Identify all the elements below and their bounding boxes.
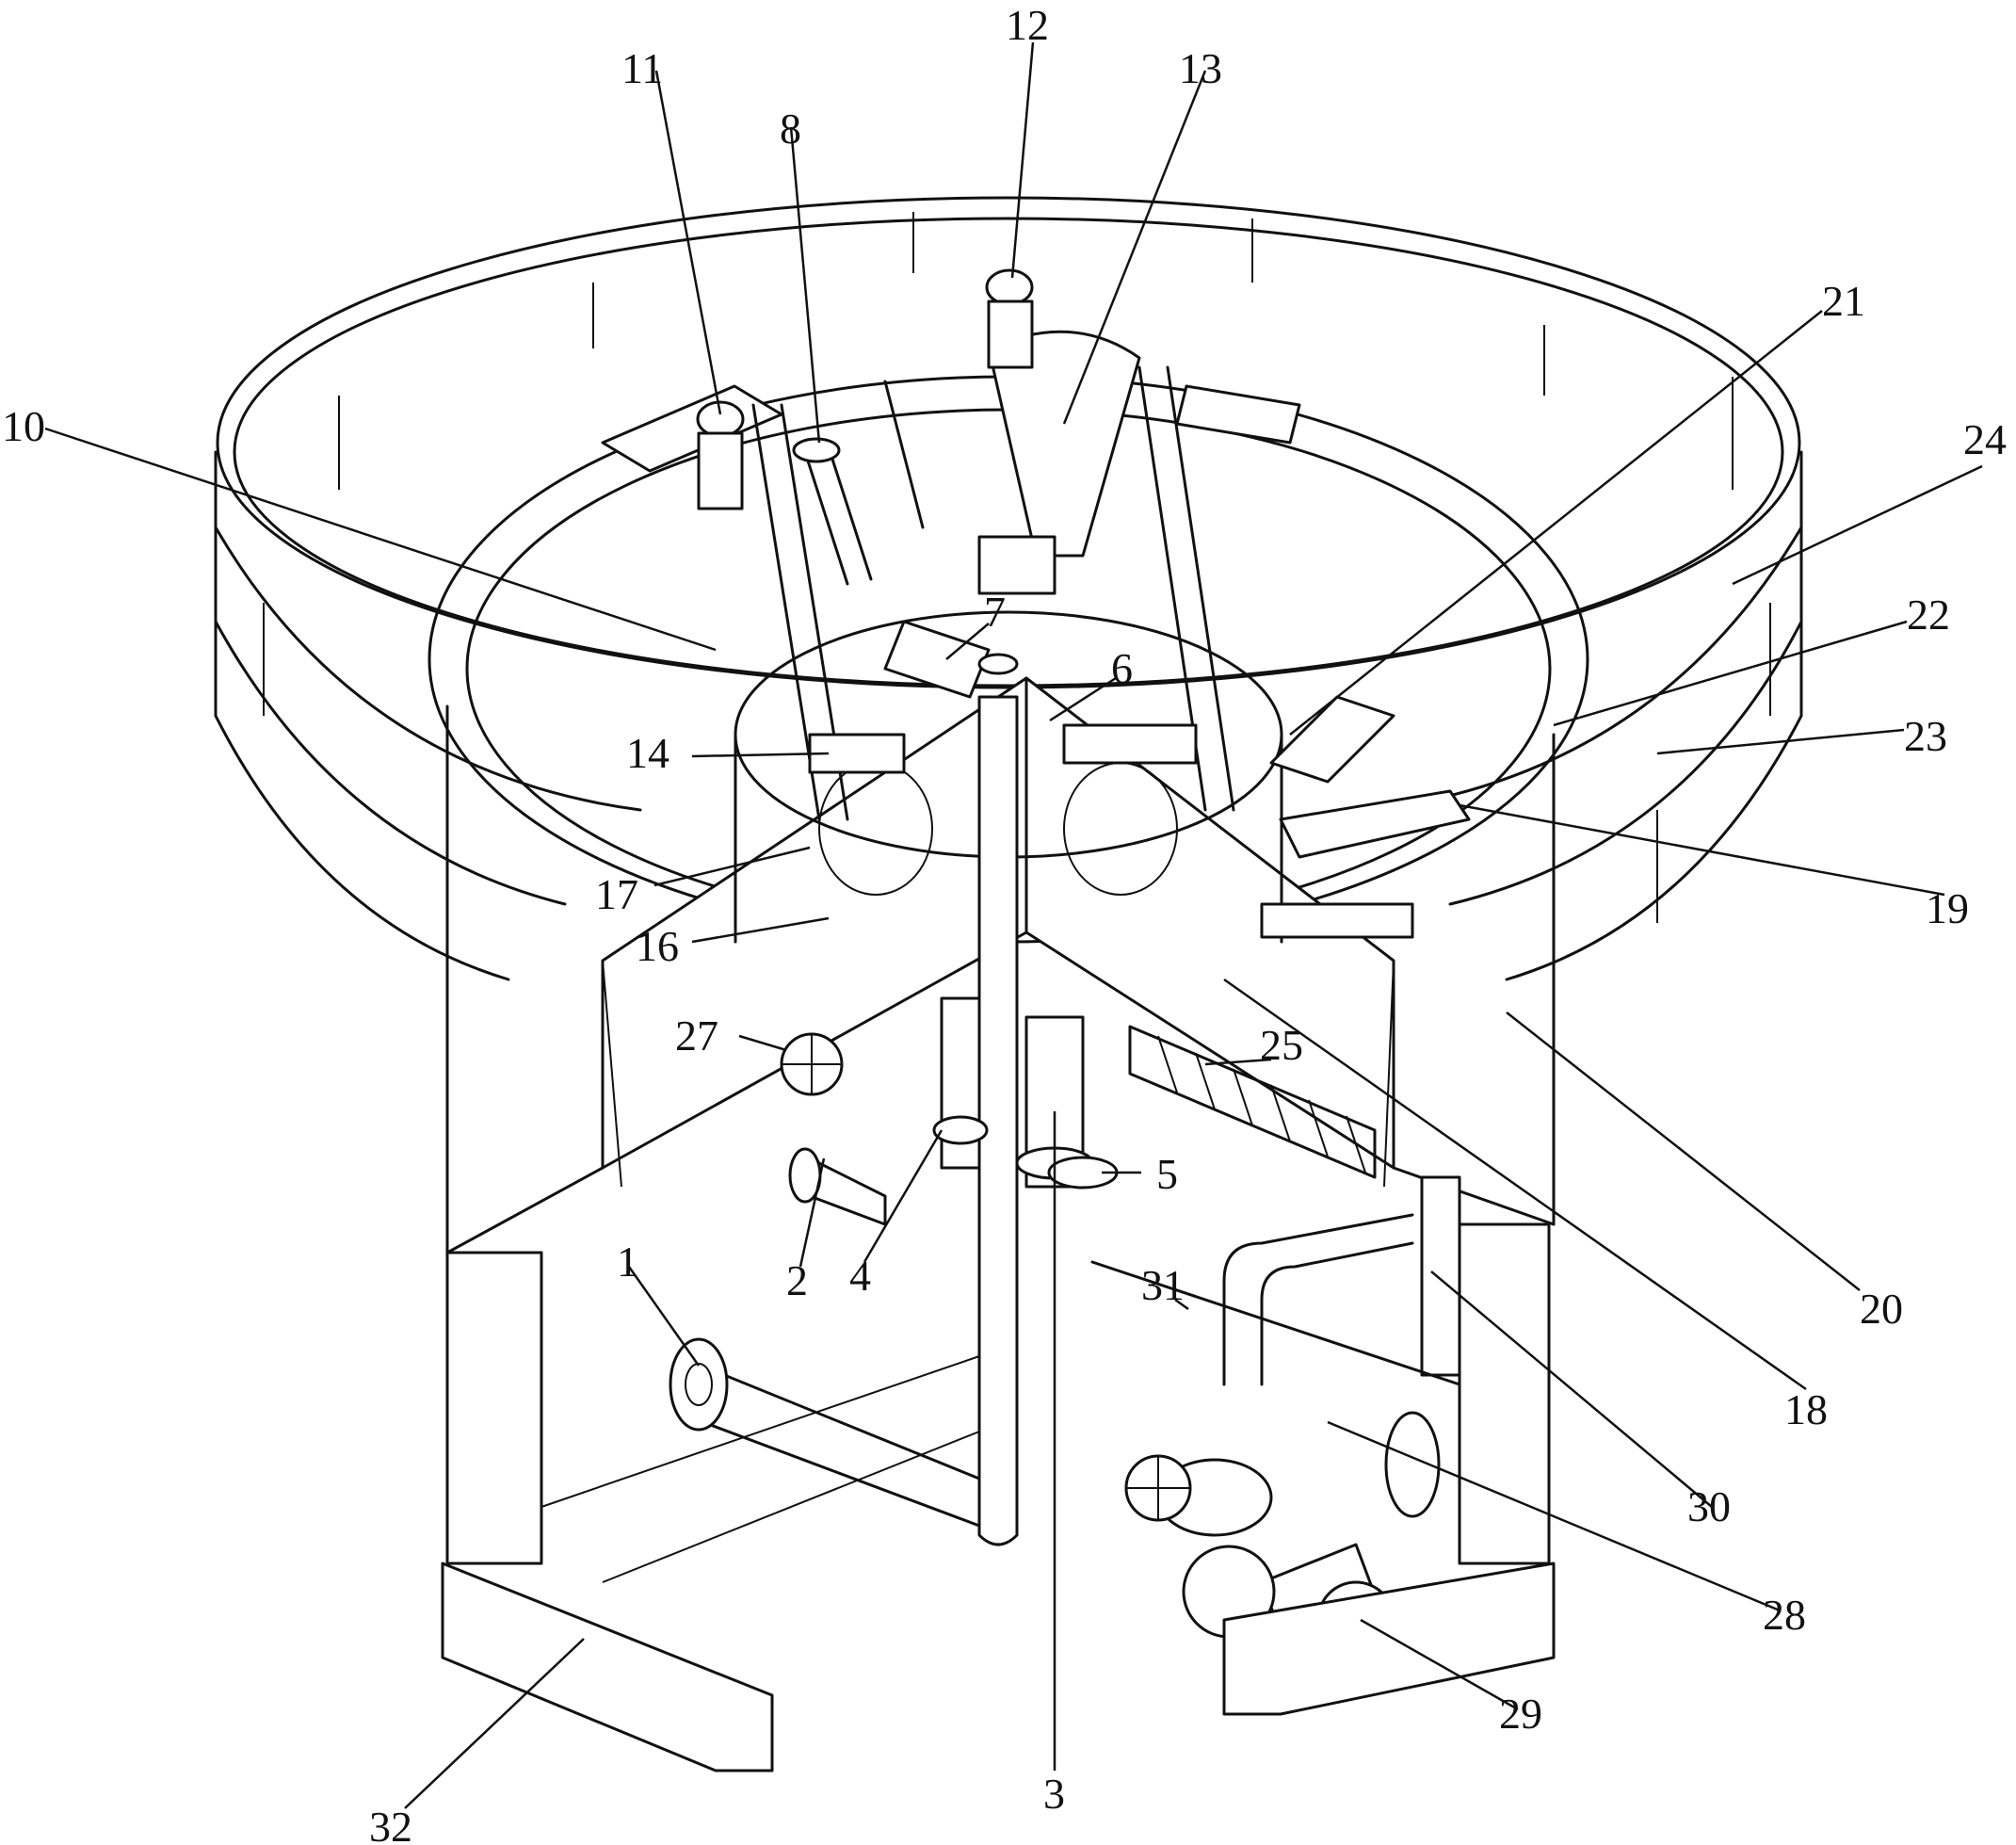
hatched-section <box>1128 1025 1377 1179</box>
label-21: 21 <box>1822 277 1865 325</box>
motor-12 <box>985 268 1034 369</box>
valve-27 <box>780 1032 844 1096</box>
label-3: 3 <box>1043 1770 1065 1818</box>
launder <box>1269 695 1395 784</box>
label-30: 30 <box>1687 1482 1731 1530</box>
label-5: 5 <box>1156 1150 1178 1198</box>
label-28: 28 <box>1763 1591 1806 1639</box>
label-24: 24 <box>1963 415 2007 463</box>
label-25: 25 <box>1260 1021 1303 1069</box>
label-14: 14 <box>626 729 669 777</box>
label-27: 27 <box>675 1012 718 1060</box>
label-23: 23 <box>1904 712 1947 760</box>
inlet-pipe <box>669 1337 981 1528</box>
motor-11 <box>696 400 745 510</box>
label-7: 7 <box>984 588 1006 636</box>
label-13: 13 <box>1179 44 1222 92</box>
label-19: 19 <box>1926 884 1969 932</box>
label-17: 17 <box>595 870 638 918</box>
label-31: 31 <box>1141 1261 1185 1309</box>
label-11: 11 <box>621 44 663 92</box>
label-16: 16 <box>636 922 679 970</box>
label-29: 29 <box>1499 1690 1542 1738</box>
label-2: 2 <box>786 1256 808 1304</box>
label-8: 8 <box>780 105 801 153</box>
hopper <box>977 330 1141 595</box>
label-18: 18 <box>1784 1385 1828 1433</box>
label-10: 10 <box>2 402 45 450</box>
pipe-2 <box>788 1147 887 1226</box>
label-4: 4 <box>849 1252 871 1300</box>
guard-railing <box>214 196 1803 981</box>
leader-lines <box>44 41 1983 1809</box>
label-12: 12 <box>1006 1 1049 49</box>
central-pipe <box>883 620 1019 1546</box>
outlet-pipes <box>1260 789 1471 939</box>
valve-28 <box>1124 1454 1192 1522</box>
label-22: 22 <box>1907 591 1950 639</box>
label-32: 32 <box>369 1803 412 1845</box>
support-base <box>441 1222 1556 1772</box>
label-6: 6 <box>1111 644 1133 692</box>
label-1: 1 <box>617 1238 638 1286</box>
dosing-pipe <box>792 437 873 586</box>
pipe-4 <box>932 996 989 1170</box>
label-20: 20 <box>1860 1285 1903 1333</box>
